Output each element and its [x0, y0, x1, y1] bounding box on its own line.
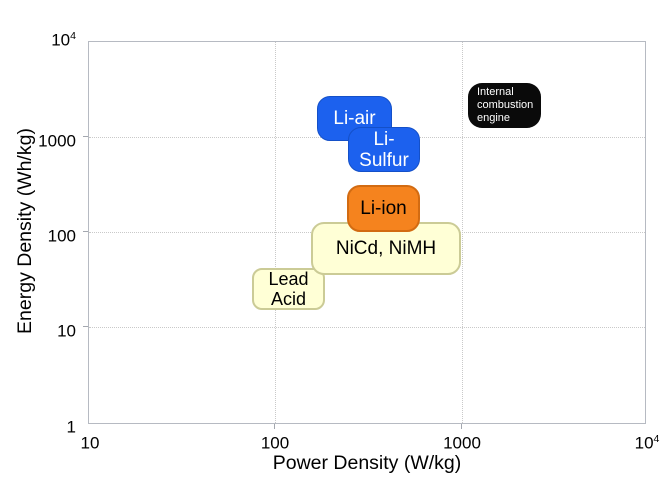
y-tick-100: 100 — [47, 226, 76, 246]
x-tick-10: 10 — [80, 433, 100, 453]
x-tickmark-100 — [274, 424, 275, 429]
region-label-line: Acid — [270, 289, 306, 309]
region-internal-combustion-engine: Internal combustion engine — [468, 83, 541, 128]
region-li-sulfur: Li-Sulfur — [348, 127, 420, 172]
x-tick-1000: 1000 — [443, 433, 481, 453]
region-label-line: Internal — [477, 86, 514, 98]
region-label: NiCd, NiMH — [335, 238, 437, 259]
region-label: Li-air — [333, 108, 376, 129]
y-tick-1000: 1000 — [38, 131, 76, 151]
region-li-ion: Li-ion — [347, 185, 420, 232]
region-label: Li-ion — [360, 198, 407, 219]
x-tick-100: 100 — [260, 433, 290, 453]
region-label-line: Lead — [268, 269, 309, 289]
y-tick-1e4: 104 — [51, 30, 76, 50]
y-tick-1: 1 — [66, 417, 76, 437]
y-tick-10: 10 — [57, 321, 76, 341]
region-label-line: combustion — [477, 99, 534, 111]
x-tick-1e4: 104 — [634, 433, 660, 453]
region-lead-acid: Lead Acid — [252, 268, 325, 310]
x-tickmark-1000 — [461, 424, 462, 429]
gridline-y-10 — [89, 327, 645, 328]
y-tickmark-100 — [83, 231, 88, 232]
y-axis-title: Energy Density (Wh/kg) — [14, 128, 36, 334]
y-tickmark-1000 — [83, 136, 88, 137]
region-label: Li-Sulfur — [359, 128, 409, 171]
y-tickmark-10 — [83, 326, 88, 327]
x-axis-title: Power Density (W/kg) — [272, 452, 462, 474]
region-label-line: engine — [477, 112, 511, 124]
